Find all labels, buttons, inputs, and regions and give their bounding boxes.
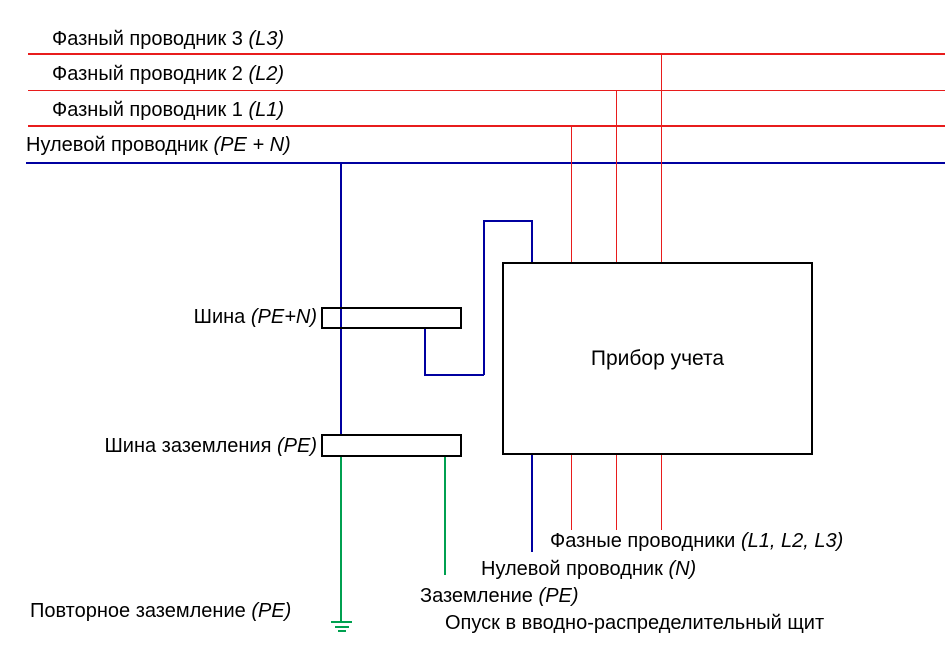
neutral-tap-wire-seg4: [482, 220, 533, 222]
pen-busbar-code: (PE+N): [250, 306, 317, 328]
phase1-bus-label: Фазный проводник 1(L1): [52, 99, 284, 122]
phase2-bus-name: Фазный проводник 2: [52, 63, 243, 85]
neutral-bus-line: [26, 161, 945, 164]
phase1-bus-name: Фазный проводник 1: [52, 99, 243, 121]
neutral-out-label: Нулевой проводник(N): [481, 558, 696, 581]
ground-out-wire: [444, 457, 446, 575]
phase1-drop-wire: [570, 126, 572, 263]
neutral-tap-wire-seg2: [424, 373, 484, 376]
neutral-tap-wire-seg5: [531, 220, 533, 263]
phase2-drop-wire: [615, 90, 617, 263]
earth-icon-bottom-stroke: [337, 630, 346, 632]
ground-busbar-rect: [321, 434, 462, 457]
neutral-bus-code: (PE + N): [213, 134, 291, 156]
phase2-bus-code: (L2): [248, 63, 285, 85]
phase2-bus-label: Фазный проводник 2(L2): [52, 63, 284, 86]
neutral-bus-label: Нулевой проводник(PE + N): [26, 134, 291, 157]
phase2-bus-line: [28, 89, 945, 91]
phase3-bus-label: Фазный проводник 3(L3): [52, 28, 284, 51]
neutral-out-name: Нулевой проводник: [481, 558, 663, 580]
phase1-bus-line: [28, 125, 945, 127]
phase1-bus-code: (L1): [248, 99, 285, 121]
pen-busbar-rect: [321, 307, 462, 329]
ground-busbar-label: Шина заземления(PE): [104, 435, 317, 458]
meter-label: Прибор учета: [590, 347, 725, 370]
ground-busbar-code: (PE): [277, 435, 317, 457]
ground-out-name: Заземление: [420, 585, 533, 607]
phase2-out-wire: [615, 455, 617, 530]
pen-busbar-name: Шина: [193, 306, 246, 328]
phase3-bus-line: [28, 53, 945, 55]
phases-out-label: Фазные проводники(L1, L2, L3): [550, 530, 843, 553]
neutral-drop-wire: [340, 163, 342, 434]
phases-out-code: (L1, L2, L3): [740, 530, 844, 552]
drop-caption-text: Опуск в вводно-распределительный щит: [445, 612, 825, 634]
phase1-out-wire: [570, 455, 572, 530]
phase3-drop-wire: [660, 54, 662, 263]
drop-caption-label: Опуск в вводно-распределительный щит: [445, 612, 824, 635]
phase3-out-wire: [660, 455, 662, 530]
repeat-ground-name: Повторное заземление: [30, 600, 246, 622]
neutral-out-code: (N): [668, 558, 697, 580]
phases-out-name: Фазные проводники: [550, 530, 736, 552]
phase3-bus-code: (L3): [248, 28, 285, 50]
repeat-ground-label: Повторное заземление(PE): [30, 600, 291, 623]
neutral-out-wire: [531, 455, 533, 552]
meter-box: Прибор учета: [502, 262, 813, 455]
ground-out-label: Заземление(PE): [420, 585, 579, 608]
neutral-bus-name: Нулевой проводник: [26, 134, 208, 156]
earth-icon: [331, 620, 352, 623]
pen-busbar-label: Шина(PE+N): [194, 306, 317, 329]
ground-out-code: (PE): [538, 585, 579, 607]
repeat-ground-code: (PE): [251, 600, 292, 622]
repeat-ground-wire: [340, 457, 342, 621]
neutral-tap-wire-seg3: [482, 220, 485, 375]
earth-icon-mid-stroke: [334, 625, 349, 628]
ground-busbar-name: Шина заземления: [104, 435, 272, 457]
phase3-bus-name: Фазный проводник 3: [52, 28, 243, 50]
neutral-tap-wire-seg1: [424, 329, 426, 375]
